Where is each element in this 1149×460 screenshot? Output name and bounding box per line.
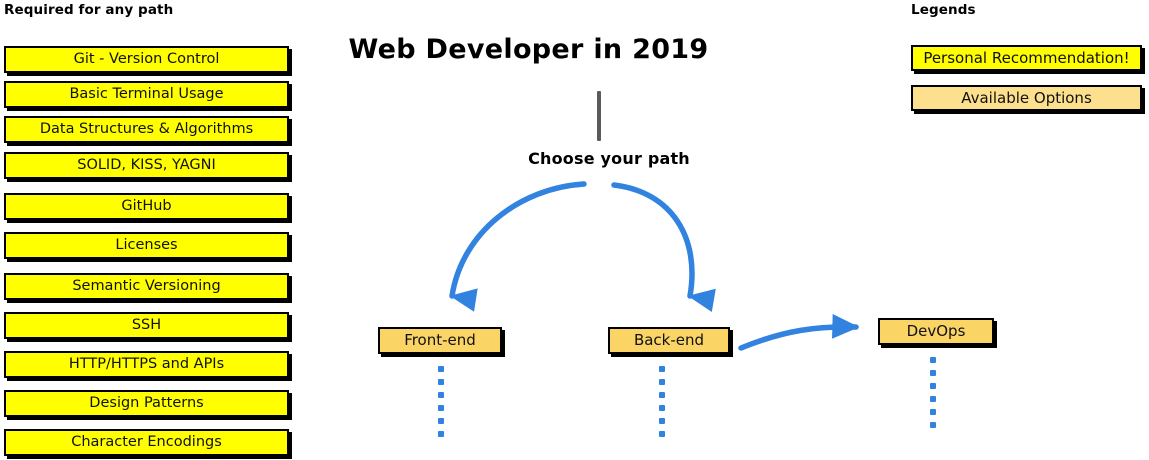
dot xyxy=(438,431,444,437)
dot xyxy=(659,405,665,411)
arrow-back-end-to-devops xyxy=(738,314,860,351)
arrow-to-front-end xyxy=(449,181,587,312)
required-item-label: Data Structures & Algorithms xyxy=(39,121,254,138)
required-item-ssh[interactable]: SSH xyxy=(4,312,289,339)
required-item-character-encodings[interactable]: Character Encodings xyxy=(4,429,289,456)
required-item-semantic-versioning[interactable]: Semantic Versioning xyxy=(4,273,289,300)
dot xyxy=(438,418,444,424)
required-item-label: HTTP/HTTPS and APIs xyxy=(68,356,225,373)
path-box-front-end[interactable]: Front-end xyxy=(378,327,502,354)
dot xyxy=(659,366,665,372)
arrow-to-back-end xyxy=(611,182,716,313)
required-section-heading: Required for any path xyxy=(4,2,174,18)
required-item-label: Design Patterns xyxy=(89,395,204,412)
required-item-label: Semantic Versioning xyxy=(72,278,221,295)
dot xyxy=(438,366,444,372)
legend-item-available-options: Available Options xyxy=(911,85,1142,111)
dot xyxy=(930,409,936,415)
required-item-data-structures-algorithms[interactable]: Data Structures & Algorithms xyxy=(4,116,289,143)
dot xyxy=(438,405,444,411)
required-item-git-version-control[interactable]: Git - Version Control xyxy=(4,46,289,73)
required-item-label: Character Encodings xyxy=(71,434,222,451)
required-item-label: Basic Terminal Usage xyxy=(69,86,224,103)
dot xyxy=(659,379,665,385)
dot xyxy=(930,383,936,389)
required-item-label: Licenses xyxy=(115,237,178,254)
required-item-licenses[interactable]: Licenses xyxy=(4,232,289,259)
path-box-label: DevOps xyxy=(906,322,966,340)
dot xyxy=(930,370,936,376)
dot xyxy=(659,418,665,424)
dot xyxy=(930,396,936,402)
title-stem-connector xyxy=(597,91,601,141)
choose-your-path-label: Choose your path xyxy=(528,149,690,168)
required-item-http-https-and-apis[interactable]: HTTP/HTTPS and APIs xyxy=(4,351,289,378)
required-item-label: Git - Version Control xyxy=(73,51,220,68)
dot xyxy=(930,422,936,428)
required-item-label: SSH xyxy=(131,317,162,334)
legends-heading: Legends xyxy=(911,2,976,18)
legend-item-label: Available Options xyxy=(961,88,1092,107)
dot xyxy=(930,357,936,363)
legend-item-label: Personal Recommendation! xyxy=(923,48,1130,67)
required-item-design-patterns[interactable]: Design Patterns xyxy=(4,390,289,417)
continuation-dots-front-end xyxy=(438,366,444,444)
continuation-dots-back-end xyxy=(659,366,665,444)
dot xyxy=(438,392,444,398)
dot xyxy=(438,379,444,385)
required-item-label: SOLID, KISS, YAGNI xyxy=(77,157,216,174)
path-box-label: Back-end xyxy=(633,331,705,349)
continuation-dots-devops xyxy=(930,357,936,435)
path-box-back-end[interactable]: Back-end xyxy=(608,327,730,354)
required-item-solid-kiss-yagni[interactable]: SOLID, KISS, YAGNI xyxy=(4,152,289,179)
path-box-devops[interactable]: DevOps xyxy=(878,318,994,345)
required-item-label: GitHub xyxy=(121,198,172,215)
required-item-github[interactable]: GitHub xyxy=(4,193,289,220)
page-title-text: Web Developer in 2019 xyxy=(348,34,709,65)
required-item-basic-terminal-usage[interactable]: Basic Terminal Usage xyxy=(4,81,289,108)
dot xyxy=(659,431,665,437)
dot xyxy=(659,392,665,398)
legend-item-personal-recommendation: Personal Recommendation! xyxy=(911,45,1142,71)
path-box-label: Front-end xyxy=(404,331,476,349)
